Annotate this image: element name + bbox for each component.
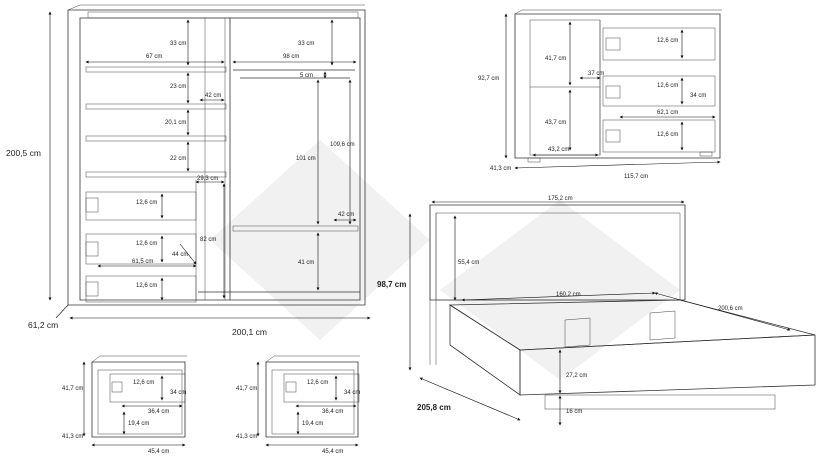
ns-left-width: 45,4 cm <box>148 449 169 455</box>
dresser-drawer1: 12,6 cm <box>657 38 678 44</box>
wardrobe-shelf2: 20,1 cm <box>165 120 186 126</box>
bed-head-height: 55,4 cm <box>458 260 479 266</box>
bed-base-height: 16 cm <box>566 409 582 415</box>
dresser-drawing <box>514 9 722 163</box>
bed-labels: 175,2 cm 55,4 cm 98,7 cm 160,2 cm 200,6 … <box>377 196 743 415</box>
wardrobe-right-bottom: 41 cm <box>298 260 314 266</box>
nightstand-right-labels: 41,7 cm 41,3 cm 45,4 cm 12,6 cm 34 cm 36… <box>236 380 360 455</box>
wardrobe-left-lower: 82 cm <box>200 237 216 243</box>
ns-left-drawer-h: 12,6 cm <box>133 380 154 386</box>
ns-right-drawer-d: 34 cm <box>344 390 360 396</box>
dresser-drawer3: 12,6 cm <box>657 132 678 138</box>
wardrobe-shelf-depth: 42 cm <box>205 93 221 99</box>
wardrobe-right-inner-w: 98 cm <box>283 54 299 60</box>
dresser-height: 92,7 cm <box>478 76 499 82</box>
wardrobe-drawer-width: 61,5 cm <box>132 259 153 265</box>
wardrobe-height: 200,5 cm <box>6 148 41 158</box>
dresser-base-w: 43,2 cm <box>548 147 569 153</box>
dresser-labels: 92,7 cm 41,3 cm 115,7 cm 41,7 cm 37 cm 4… <box>478 38 706 180</box>
dresser-inner-depth: 37 cm <box>588 71 604 77</box>
wardrobe-drawer-height: 29,3 cm <box>197 176 218 182</box>
bed-total-length: 205,8 cm <box>417 403 451 412</box>
wardrobe-right-shelf-depth: 42 cm <box>338 212 354 218</box>
wardrobe-drawing <box>67 4 366 306</box>
bed-head-width: 175,2 cm <box>548 196 573 202</box>
dresser-width: 115,7 cm <box>624 174 648 180</box>
wardrobe-dimensions <box>48 11 371 320</box>
wardrobe-hang-height: 109,6 cm <box>330 142 355 148</box>
ns-left-drawer-w: 36,4 cm <box>148 409 169 415</box>
nightstand-right-drawing <box>265 355 360 438</box>
wardrobe-drawer1: 12,6 cm <box>136 200 157 206</box>
nightstand-left-dimensions <box>82 361 186 447</box>
nightstand-left-drawing <box>91 355 187 438</box>
dresser-drawer-depth: 34 cm <box>690 93 706 99</box>
wardrobe-drawer-depth: 44 cm <box>172 252 188 258</box>
ns-right-height: 41,7 cm <box>236 386 257 392</box>
ns-left-depth: 41,3 cm <box>62 434 83 440</box>
dresser-dimensions <box>504 13 721 170</box>
ns-left-drawer-d: 34 cm <box>170 390 186 396</box>
wardrobe-left-inner-w: 67 cm <box>146 54 162 60</box>
bed-frame-height: 27,2 cm <box>566 373 587 379</box>
bed-total-height: 98,7 cm <box>377 280 406 289</box>
nightstand-right-dimensions <box>256 361 359 447</box>
bed-inner-width: 160,2 cm <box>556 292 581 298</box>
wardrobe-drawer3: 12,6 cm <box>136 283 157 289</box>
nightstand-left-labels: 41,7 cm 41,3 cm 45,4 cm 12,6 cm 34 cm 36… <box>62 380 186 455</box>
ns-right-drawer-h: 12,6 cm <box>307 380 328 386</box>
ns-right-lower-h: 19,4 cm <box>302 421 323 427</box>
wardrobe-left-top: 33 cm <box>170 41 186 47</box>
ns-left-height: 41,7 cm <box>62 386 83 392</box>
wardrobe-shelf1: 23 cm <box>170 84 186 90</box>
wardrobe-right-mid: 101 cm <box>296 156 316 162</box>
wardrobe-depth: 61,2 cm <box>28 320 58 330</box>
wardrobe-width: 200,1 cm <box>232 327 267 337</box>
wardrobe-right-top: 33 cm <box>298 41 314 47</box>
ns-left-lower-h: 19,4 cm <box>128 421 149 427</box>
wardrobe-drawer2: 12,6 cm <box>136 241 157 247</box>
bed-inner-length: 200,6 cm <box>718 306 743 312</box>
bed-dimensions <box>408 200 791 426</box>
wardrobe-rod-gap: 5 cm <box>300 73 313 79</box>
dresser-drawer-width: 62,1 cm <box>657 110 678 116</box>
watermark <box>210 140 680 380</box>
wardrobe-shelf3: 22 cm <box>170 156 186 162</box>
dresser-upper: 41,7 cm <box>545 56 566 62</box>
ns-right-width: 45,4 cm <box>322 449 343 455</box>
ns-right-drawer-w: 36,4 cm <box>322 409 343 415</box>
ns-right-depth: 41,3 cm <box>236 434 257 440</box>
dresser-drawer2: 12,6 cm <box>657 83 678 89</box>
dresser-depth: 41,3 cm <box>490 166 511 172</box>
dresser-lower: 43,7 cm <box>545 120 566 126</box>
wardrobe-labels: 200,5 cm 200,1 cm 61,2 cm 67 cm 98 cm 33… <box>6 41 355 337</box>
